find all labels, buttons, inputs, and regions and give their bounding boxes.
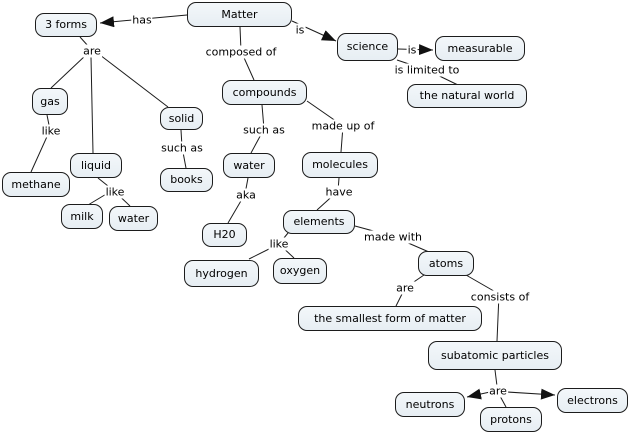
- node-natural-world[interactable]: the natural world: [407, 84, 527, 108]
- link-label-is-matter-science[interactable]: is: [294, 23, 306, 37]
- node-milk[interactable]: milk: [61, 204, 103, 229]
- node-solid[interactable]: solid: [160, 107, 203, 130]
- node-three-forms[interactable]: 3 forms: [35, 13, 97, 37]
- link-label-are-atoms[interactable]: are: [395, 281, 415, 295]
- node-h20[interactable]: H20: [202, 223, 247, 247]
- node-electrons[interactable]: electrons: [557, 388, 628, 413]
- node-science[interactable]: science: [337, 33, 398, 61]
- link-label-such-as-solid[interactable]: such as: [160, 141, 204, 155]
- node-molecules[interactable]: molecules: [302, 152, 378, 178]
- node-books[interactable]: books: [160, 168, 213, 192]
- node-hydrogen[interactable]: hydrogen: [184, 260, 259, 287]
- node-gas[interactable]: gas: [32, 88, 68, 115]
- node-smallest-form[interactable]: the smallest form of matter: [298, 306, 482, 331]
- connector-are-to-solid: [99, 54, 169, 108]
- node-subatomic-particles[interactable]: subatomic particles: [428, 341, 562, 370]
- link-label-like-gas[interactable]: like: [40, 124, 62, 138]
- link-label-such-as-compounds[interactable]: such as: [242, 123, 286, 137]
- node-water-compound[interactable]: water: [223, 153, 275, 178]
- node-compounds[interactable]: compounds: [222, 80, 307, 105]
- link-label-have[interactable]: have: [324, 185, 354, 199]
- link-label-aka[interactable]: aka: [235, 188, 257, 202]
- link-label-has[interactable]: has: [131, 13, 153, 27]
- connector-are-to-gas: [50, 54, 87, 89]
- node-liquid[interactable]: liquid: [70, 153, 122, 178]
- connector-are-to-protons: [499, 395, 507, 408]
- node-matter[interactable]: Matter: [187, 2, 292, 27]
- link-label-like-elements[interactable]: like: [268, 237, 290, 251]
- node-elements[interactable]: elements: [283, 210, 355, 234]
- node-water-liquid[interactable]: water: [109, 206, 158, 231]
- node-oxygen[interactable]: oxygen: [273, 258, 327, 284]
- link-label-is-limited-to[interactable]: is limited to: [393, 63, 461, 77]
- link-label-are-subatomic[interactable]: are: [488, 384, 508, 398]
- link-label-composed-of[interactable]: composed of: [204, 45, 278, 59]
- link-label-is-science-measurable[interactable]: is: [406, 43, 418, 57]
- node-measurable[interactable]: measurable: [435, 36, 525, 61]
- node-methane[interactable]: methane: [2, 172, 70, 197]
- link-label-made-up-of[interactable]: made up of: [310, 119, 376, 133]
- link-label-consists-of[interactable]: consists of: [469, 290, 531, 304]
- link-label-are-forms[interactable]: are: [82, 44, 102, 58]
- link-label-made-with[interactable]: made with: [362, 230, 424, 244]
- link-label-like-liquid[interactable]: like: [104, 185, 126, 199]
- connector-are-to-electrons: [506, 388, 556, 400]
- node-protons[interactable]: protons: [480, 407, 542, 432]
- connector-are-to-neutrons: [466, 388, 491, 400]
- node-neutrons[interactable]: neutrons: [395, 392, 465, 417]
- connector-subatomic-to-are: [494, 369, 498, 387]
- node-atoms[interactable]: atoms: [418, 251, 474, 276]
- connector-are-to-liquid: [90, 56, 94, 154]
